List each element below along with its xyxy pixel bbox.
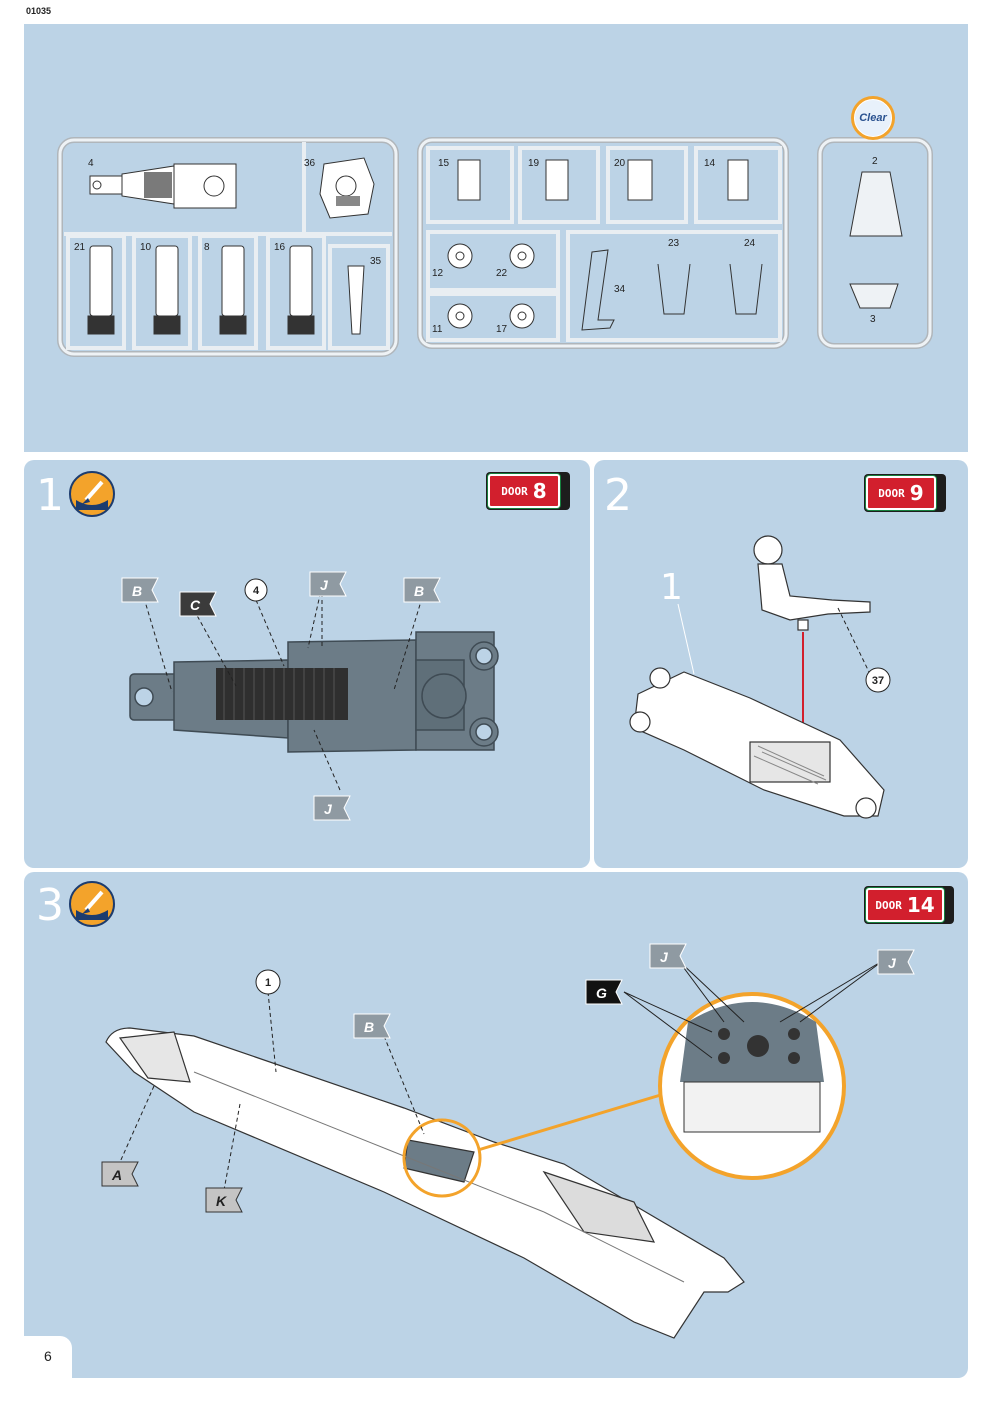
door-number: 8	[532, 479, 547, 503]
step-1-number: 1	[36, 470, 64, 521]
svg-text:1: 1	[265, 977, 271, 989]
part-label-8: 8	[204, 242, 210, 253]
paint-brush-icon	[69, 881, 115, 927]
part-label-19: 19	[528, 158, 540, 169]
part-label-20: 20	[614, 158, 626, 169]
pilot-figure-37	[753, 535, 871, 631]
fuselage-drawing	[105, 1027, 745, 1339]
clear-parts-drawing	[849, 171, 903, 309]
flag-label: J	[320, 577, 329, 593]
document-code: 01035	[26, 6, 52, 16]
paint-brush-icon	[69, 471, 115, 517]
door-label: DOOR	[875, 898, 902, 912]
part-label-35: 35	[370, 256, 382, 267]
door-number: 9	[909, 481, 924, 505]
flag-a: A	[101, 1161, 139, 1187]
part-label-15: 15	[438, 158, 450, 169]
part-label-34: 34	[614, 284, 626, 295]
detail-highlight-circle	[402, 1118, 482, 1198]
part-label-10: 10	[140, 242, 152, 253]
flag-j-bottom: J	[313, 795, 351, 821]
part-label-3: 3	[870, 314, 876, 325]
flag-b: B	[353, 1013, 391, 1039]
flag-j-left: J	[649, 943, 687, 969]
part-label-12: 12	[432, 268, 444, 279]
door-label: DOOR	[501, 484, 528, 498]
detail-magnified-view	[658, 992, 846, 1180]
step-3-panel: B A K J J G 1 3 DOOR 14	[24, 872, 968, 1378]
clear-parts-badge: Clear	[851, 96, 895, 140]
page-tab	[24, 1336, 72, 1403]
part-label-4: 4	[88, 158, 94, 169]
step-1-drawing: B C J B J 4	[121, 571, 499, 821]
part-label-22: 22	[496, 268, 508, 279]
svg-text:4: 4	[253, 585, 260, 597]
flag-label: B	[364, 1019, 374, 1035]
flag-label: B	[414, 583, 424, 599]
flag-c: C	[179, 591, 217, 617]
flag-g: G	[585, 979, 623, 1005]
page-number: 6	[44, 1348, 52, 1364]
step-2-panel: 37 2 1 DOOR 9	[594, 460, 968, 868]
part-callout-37: 37	[865, 667, 891, 693]
door-badge: DOOR 14	[864, 886, 954, 924]
door-badge: DOOR 8	[486, 472, 570, 510]
part-callout-4: 4	[244, 578, 268, 602]
small-parts-drawing	[447, 159, 763, 331]
flag-label: G	[596, 985, 607, 1001]
parts-panel: 4 36 21 10 8 16 35 15 19 20 14 12 22 11 …	[24, 24, 968, 452]
part-1-label: 1	[660, 567, 683, 608]
flag-label: C	[190, 597, 201, 613]
door-number: 14	[906, 893, 935, 917]
flag-j-top: J	[309, 571, 347, 597]
flag-j-right: J	[877, 949, 915, 975]
cockpit-tub-part-1	[629, 667, 885, 819]
part-label-2: 2	[872, 156, 878, 167]
part-label-21: 21	[74, 242, 86, 253]
part-label-24: 24	[744, 238, 756, 249]
flag-k: K	[205, 1187, 243, 1213]
parts-sprues-drawing: 4 36 21 10 8 16 35 15 19 20 14 12 22 11 …	[57, 137, 933, 357]
part-label-16: 16	[274, 242, 286, 253]
step-2-number: 2	[604, 470, 632, 521]
clear-badge-text: Clear	[854, 99, 892, 137]
part-label-17: 17	[496, 324, 508, 335]
part-label-36: 36	[304, 158, 316, 169]
svg-text:37: 37	[872, 675, 884, 687]
part-label-23: 23	[668, 238, 680, 249]
flag-b-left: B	[121, 577, 159, 603]
flag-label: J	[888, 955, 897, 971]
flag-label: J	[324, 801, 333, 817]
part-callout-1: 1	[255, 969, 281, 995]
door-label: DOOR	[878, 486, 905, 500]
tall-parts-drawing	[87, 245, 365, 335]
part-cells-row	[66, 234, 390, 350]
step-1-panel: B C J B J 4 1 DOOR 8	[24, 460, 590, 868]
part-36-drawing	[319, 157, 375, 219]
flag-b-right: B	[403, 577, 441, 603]
flag-label: J	[660, 949, 669, 965]
part-label-14: 14	[704, 158, 716, 169]
flag-label: B	[132, 583, 142, 599]
flag-label: A	[111, 1167, 122, 1183]
part-label-11: 11	[432, 324, 443, 335]
door-badge: DOOR 9	[864, 474, 946, 512]
flag-label: K	[216, 1193, 227, 1209]
step-2-drawing: 37	[629, 535, 891, 819]
leader-line	[677, 603, 695, 675]
step-3-number: 3	[36, 880, 64, 931]
step-3-drawing: B A K J J G 1	[101, 943, 915, 1339]
part-4-drawing	[89, 163, 237, 209]
dark-ribbed-area	[216, 668, 348, 720]
